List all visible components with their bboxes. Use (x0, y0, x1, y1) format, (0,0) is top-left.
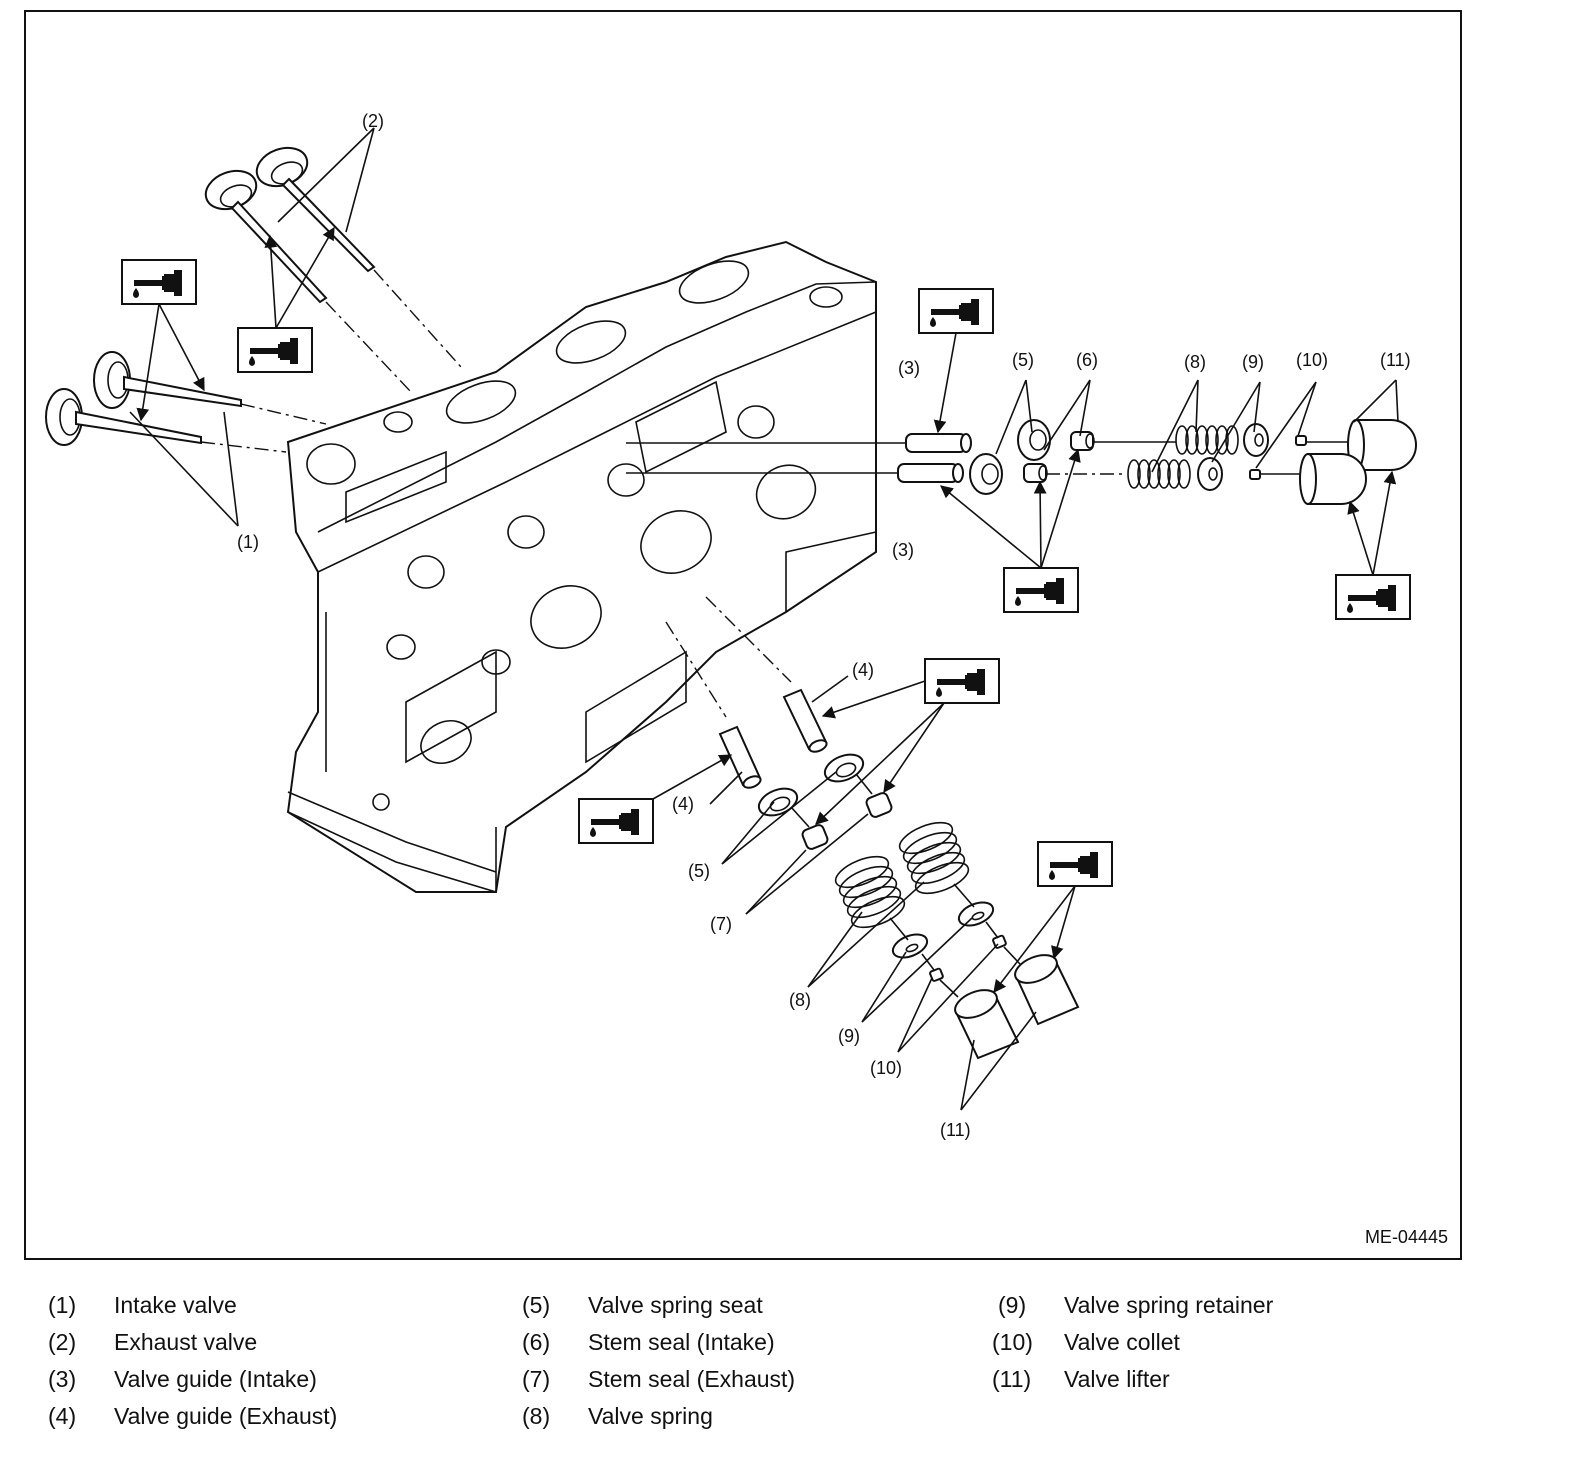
exploded-view-drawing: (1) (2) (3) (3) (4) (4) (5) (5) (6) (7) … (45, 111, 1417, 1140)
legend-number: (3) (48, 1366, 77, 1392)
callout-4-right: (4) (852, 660, 874, 680)
callout-10-top: (10) (1296, 350, 1328, 370)
intake-row-parts (969, 419, 1417, 505)
oil-can-icon (1335, 574, 1411, 620)
legend-number: (11) (992, 1366, 1032, 1392)
callout-8-top: (8) (1184, 352, 1206, 372)
legend-number: (9) (998, 1292, 1027, 1318)
callout-3-bottom: (3) (892, 540, 914, 560)
legend-number: (8) (522, 1403, 551, 1429)
legend-number: (7) (522, 1366, 551, 1392)
figure-id: ME-04445 (1364, 1227, 1448, 1247)
legend-text: Exhaust valve (114, 1329, 258, 1355)
legend-text: Valve spring seat (588, 1292, 763, 1318)
callout-9-bottom: (9) (838, 1026, 860, 1046)
legend-text: Valve lifter (1064, 1366, 1170, 1392)
exhaust-valves (204, 146, 376, 304)
callout-7: (7) (710, 914, 732, 934)
callout-6: (6) (1076, 350, 1098, 370)
oil-can-icon (1037, 841, 1113, 887)
callout-1: (1) (237, 532, 259, 552)
legend-number: (5) (522, 1292, 551, 1318)
cylinder-head (286, 240, 877, 893)
legend-text: Valve guide (Exhaust) (114, 1403, 338, 1429)
legend-text: Valve collet (1064, 1329, 1180, 1355)
callout-labels: (1) (2) (3) (3) (4) (4) (5) (5) (6) (7) … (237, 111, 1411, 1140)
legend-number: (6) (522, 1329, 551, 1355)
callout-3-top: (3) (898, 358, 920, 378)
intake-springs (1127, 425, 1239, 489)
oil-can-icon (578, 798, 654, 844)
legend-text: Valve spring (588, 1403, 713, 1429)
legend-text: Valve spring retainer (1064, 1292, 1274, 1318)
legend-number: (1) (48, 1292, 77, 1318)
legend-text: Stem seal (Intake) (588, 1329, 775, 1355)
callout-11-bottom: (11) (940, 1120, 971, 1140)
exhaust-row-parts (718, 688, 1080, 1060)
callout-4-left: (4) (672, 794, 694, 814)
legend-number: (4) (48, 1403, 77, 1429)
callout-5-top: (5) (1012, 350, 1034, 370)
oil-can-icon (918, 288, 994, 334)
callout-9-top: (9) (1242, 352, 1264, 372)
callout-8-bottom: (8) (789, 990, 811, 1010)
intake-valves (45, 351, 242, 446)
valve-guides-intake (897, 433, 972, 483)
exhaust-springs (834, 821, 970, 929)
oil-can-icon (1003, 567, 1079, 613)
callout-5-bottom: (5) (688, 861, 710, 881)
legend-text: Stem seal (Exhaust) (588, 1366, 796, 1392)
oil-can-icon (924, 658, 1000, 704)
legend-text: Intake valve (114, 1292, 237, 1318)
legend-text: Valve guide (Intake) (114, 1366, 317, 1392)
callout-11-top: (11) (1380, 350, 1411, 370)
parts-legend: (1) Intake valve (2) Exhaust valve (3) Valv… (0, 1290, 1584, 1460)
callout-10-bottom: (10) (870, 1058, 902, 1078)
diagram-frame: (1) (2) (3) (3) (4) (4) (5) (5) (6) (7) … (24, 10, 1462, 1260)
callout-leaders (129, 127, 1399, 1111)
callout-2: (2) (362, 111, 384, 131)
oil-can-icon (121, 259, 197, 305)
oil-can-icon (237, 327, 313, 373)
oil-arrows (136, 226, 1397, 994)
legend-number: (2) (48, 1329, 77, 1355)
legend-number: (10) (992, 1329, 1033, 1355)
